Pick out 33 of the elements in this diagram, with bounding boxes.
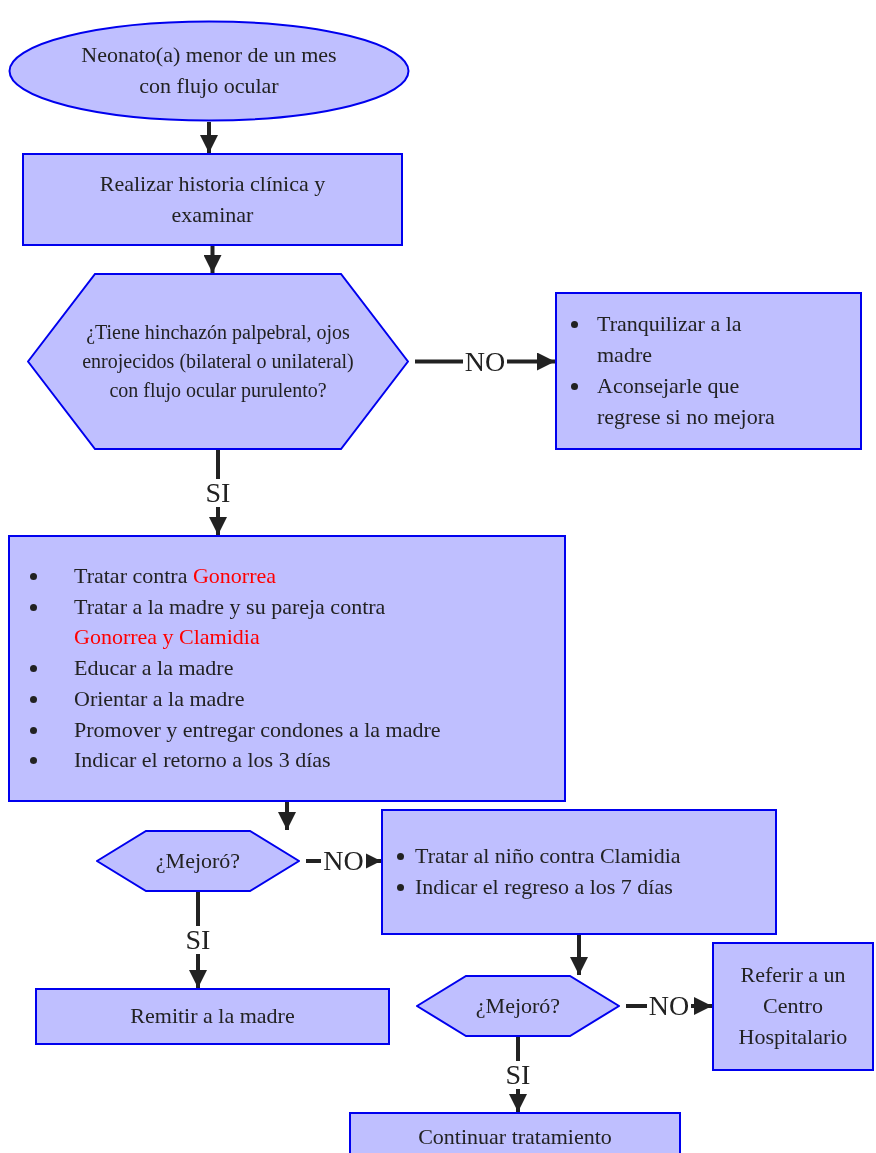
list-item-text: Aconsejarle que regrese si no mejora — [597, 372, 776, 431]
list-item-text: Tranquilizar a la madre — [597, 310, 743, 370]
process-box — [349, 1112, 681, 1153]
list-item-text: Educar a la madre — [74, 654, 235, 683]
list-item-text: Promover y entregar condones a la madre — [74, 715, 442, 744]
node-text: Remitir a la madre — [130, 1002, 295, 1031]
node-text: Realizar historia clínica y examinar — [98, 169, 327, 229]
list-item-text: Tratar a la madre y su pareja contra Gonorrea y Clamidia — [74, 592, 387, 652]
process-box — [712, 942, 874, 1071]
node-text: Neonato(a) menor de un mes con flujo ocular — [80, 41, 338, 100]
node-text: Referir a un Centro Hospitalario — [737, 961, 849, 1051]
arrow — [570, 935, 588, 975]
decision-hexagon — [27, 273, 409, 450]
list-item-text: Indicar el regreso a los 7 días — [415, 873, 674, 901]
arrow — [200, 122, 218, 153]
process-box — [555, 292, 862, 450]
arrow — [203, 246, 222, 273]
node-text: ¿Mejoró? — [475, 991, 561, 1020]
node-text: ¿Tiene hinchazón palpebral, ojos enrojecidos (bilateral o unilateral) con flujo ocular purulento? — [81, 320, 355, 404]
node-text: ¿Mejoró? — [155, 846, 241, 875]
list-item-text: Tratar al niño contra Clamidia — [415, 842, 682, 871]
list-item-text: Indicar el retorno a los 3 días — [74, 746, 332, 775]
start-ellipse — [8, 20, 410, 122]
list-item-text: Tratar contra Gonorrea — [74, 561, 277, 590]
process-box — [381, 809, 777, 935]
list-item-text: Orientar a la madre — [74, 684, 246, 713]
process-box — [8, 535, 566, 802]
process-box — [22, 153, 403, 246]
arrow — [278, 802, 296, 830]
decision-hexagon — [96, 830, 300, 892]
process-box — [35, 988, 390, 1045]
decision-hexagon — [416, 975, 620, 1037]
node-text: Continuar tratamiento — [418, 1122, 612, 1151]
